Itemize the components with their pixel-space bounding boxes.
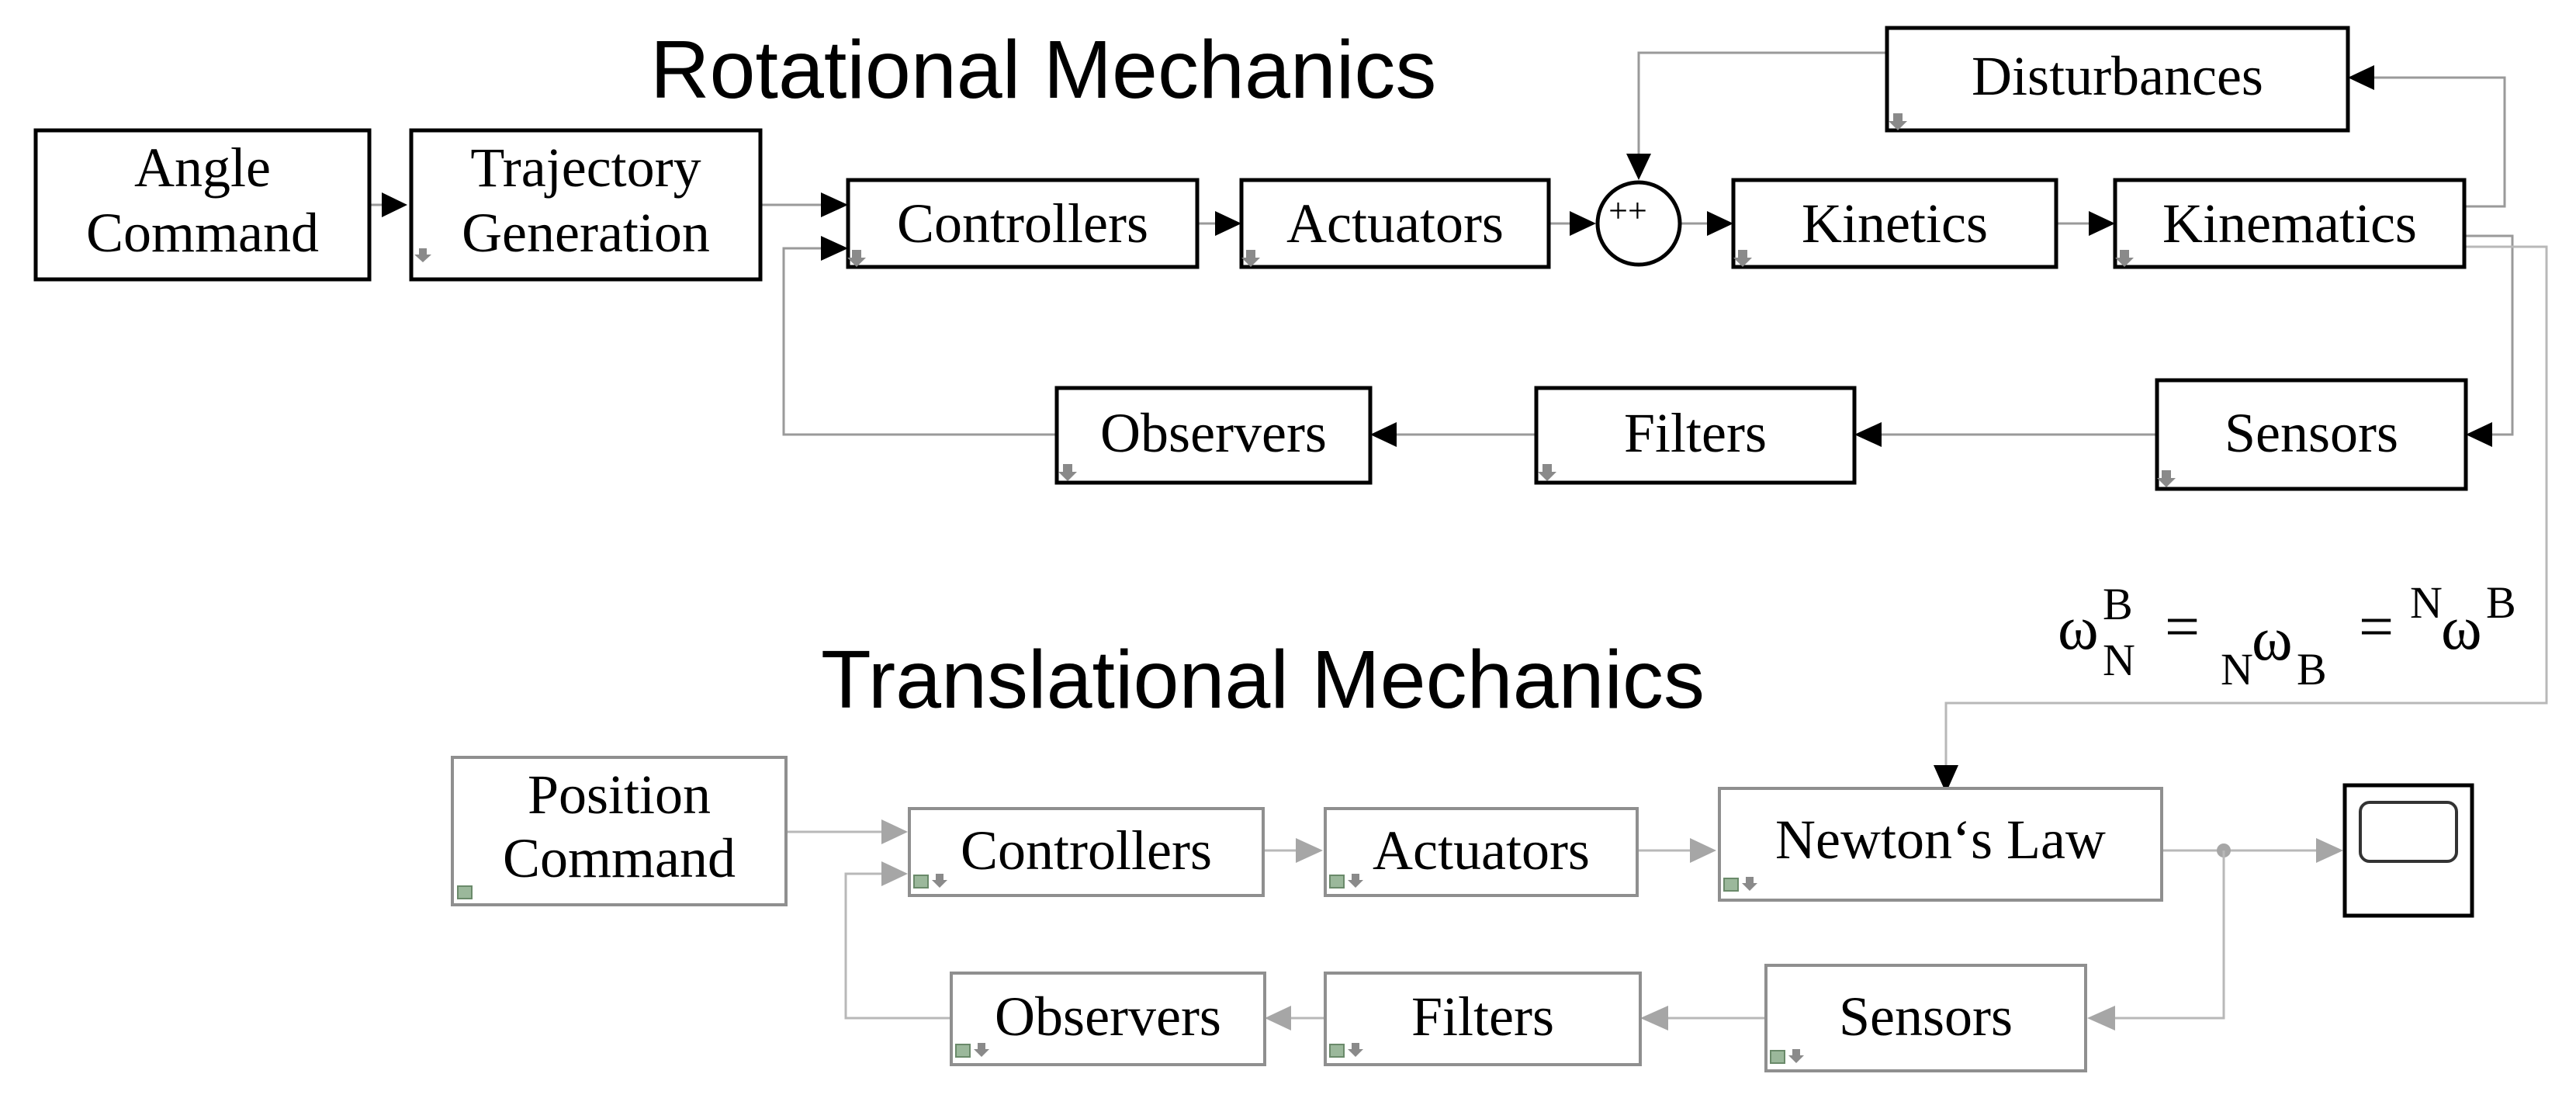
actuators-trans-label: Actuators xyxy=(1373,819,1590,882)
mask-arrow-icon xyxy=(1538,464,1556,481)
eq-omega-2-presub: N xyxy=(2221,644,2253,695)
mask-arrow-icon xyxy=(1742,877,1757,891)
block-sensors-trans[interactable]: Sensors xyxy=(1764,964,2087,1072)
mask-arrow-icon xyxy=(1889,113,1907,130)
eq-omega-3-presup: N xyxy=(2410,577,2443,628)
controllers-rot-label: Controllers xyxy=(897,192,1148,255)
block-kinematics[interactable]: Kinematics xyxy=(2113,178,2467,269)
mask-arrow-icon xyxy=(1348,874,1363,888)
eq-omega-3-sup: B xyxy=(2486,577,2516,628)
eq-omega-2-sub: B xyxy=(2297,644,2327,695)
filters-rot-label: Filters xyxy=(1624,402,1767,464)
filters-trans-label: Filters xyxy=(1411,985,1554,1048)
block-observers-trans[interactable]: Observers xyxy=(950,972,1266,1066)
block-controllers-rot[interactable]: Controllers xyxy=(846,178,1200,269)
angular-velocity-equation: ω B N = N ω B = N ω B xyxy=(2058,577,2516,695)
mask-arrow-icon xyxy=(1348,1043,1363,1057)
controllers-trans-label: Controllers xyxy=(961,819,1212,882)
observers-rot-label: Observers xyxy=(1100,402,1327,464)
block-image-icon xyxy=(1329,1044,1345,1058)
mask-arrow-icon xyxy=(974,1043,989,1057)
eq-omega-2: ω xyxy=(2252,605,2293,674)
mask-arrow-icon xyxy=(2157,470,2176,487)
mask-arrow-icon xyxy=(1241,250,1260,267)
block-filters-rot[interactable]: Filters xyxy=(1534,386,1857,485)
block-actuators-trans[interactable]: Actuators xyxy=(1324,807,1639,897)
translational-wires xyxy=(786,819,2343,1031)
observers-trans-label: Observers xyxy=(995,985,1221,1048)
block-controllers-trans[interactable]: Controllers xyxy=(908,807,1265,897)
mask-arrow-icon xyxy=(847,250,866,267)
kinematics-label: Kinematics xyxy=(2162,192,2417,255)
block-image-icon xyxy=(1770,1050,1785,1064)
block-sensors-rot[interactable]: Sensors xyxy=(2155,378,2468,491)
sensors-rot-label: Sensors xyxy=(2225,402,2398,464)
block-angle-command[interactable]: Angle Command xyxy=(33,128,372,282)
eq-omega-1-sup: B xyxy=(2103,579,2133,629)
eq-omega-3: ω xyxy=(2441,594,2482,663)
disturbances-label: Disturbances xyxy=(1972,45,2263,107)
angle-command-line2: Command xyxy=(86,202,319,264)
block-image-icon xyxy=(457,885,473,899)
eq-equals-2: = xyxy=(2359,593,2394,661)
actuators-rot-label: Actuators xyxy=(1286,192,1504,255)
mask-arrow-icon xyxy=(932,874,947,888)
sum-block[interactable]: ++ xyxy=(1595,180,1682,267)
block-actuators-rot[interactable]: Actuators xyxy=(1239,178,1551,269)
kinetics-label: Kinetics xyxy=(1802,192,1988,255)
scope-screen-icon xyxy=(2359,801,2458,863)
trajectory-generation-line2: Generation xyxy=(462,202,710,264)
block-newtons-law[interactable]: Newton‘s Law xyxy=(1718,787,2163,902)
block-filters-trans[interactable]: Filters xyxy=(1324,972,1642,1066)
block-position-command[interactable]: Position Command xyxy=(451,756,788,906)
mask-arrow-icon xyxy=(2115,250,2134,267)
eq-omega-1: ω xyxy=(2058,594,2099,663)
scope-block[interactable] xyxy=(2342,783,2474,918)
block-image-icon xyxy=(955,1044,971,1058)
trajectory-generation-line1: Trajectory xyxy=(470,137,701,199)
rotational-wires xyxy=(369,51,2548,793)
mask-arrow-icon xyxy=(1733,250,1752,267)
mask-arrow-icon xyxy=(1788,1049,1804,1063)
mask-arrow-icon xyxy=(1058,464,1077,481)
sum-signs: ++ xyxy=(1608,192,1647,230)
block-image-icon xyxy=(1329,875,1345,889)
angle-command-line1: Angle xyxy=(134,137,271,199)
position-command-line2: Command xyxy=(503,827,736,889)
block-trajectory-generation[interactable]: Trajectory Generation xyxy=(409,128,763,282)
position-command-line1: Position xyxy=(528,764,711,826)
rotational-title: Rotational Mechanics xyxy=(650,24,1436,116)
block-disturbances[interactable]: Disturbances xyxy=(1885,26,2350,133)
newtons-law-label: Newton‘s Law xyxy=(1775,809,2106,871)
block-image-icon xyxy=(913,875,929,889)
translational-title: Translational Mechanics xyxy=(821,634,1705,726)
eq-omega-1-sub: N xyxy=(2103,635,2135,685)
eq-equals-1: = xyxy=(2165,593,2200,661)
block-observers-rot[interactable]: Observers xyxy=(1054,386,1373,485)
sensors-trans-label: Sensors xyxy=(1839,985,2013,1048)
block-kinetics[interactable]: Kinetics xyxy=(1731,178,2058,269)
block-image-icon xyxy=(1723,878,1739,892)
mask-arrow-icon xyxy=(414,248,431,262)
